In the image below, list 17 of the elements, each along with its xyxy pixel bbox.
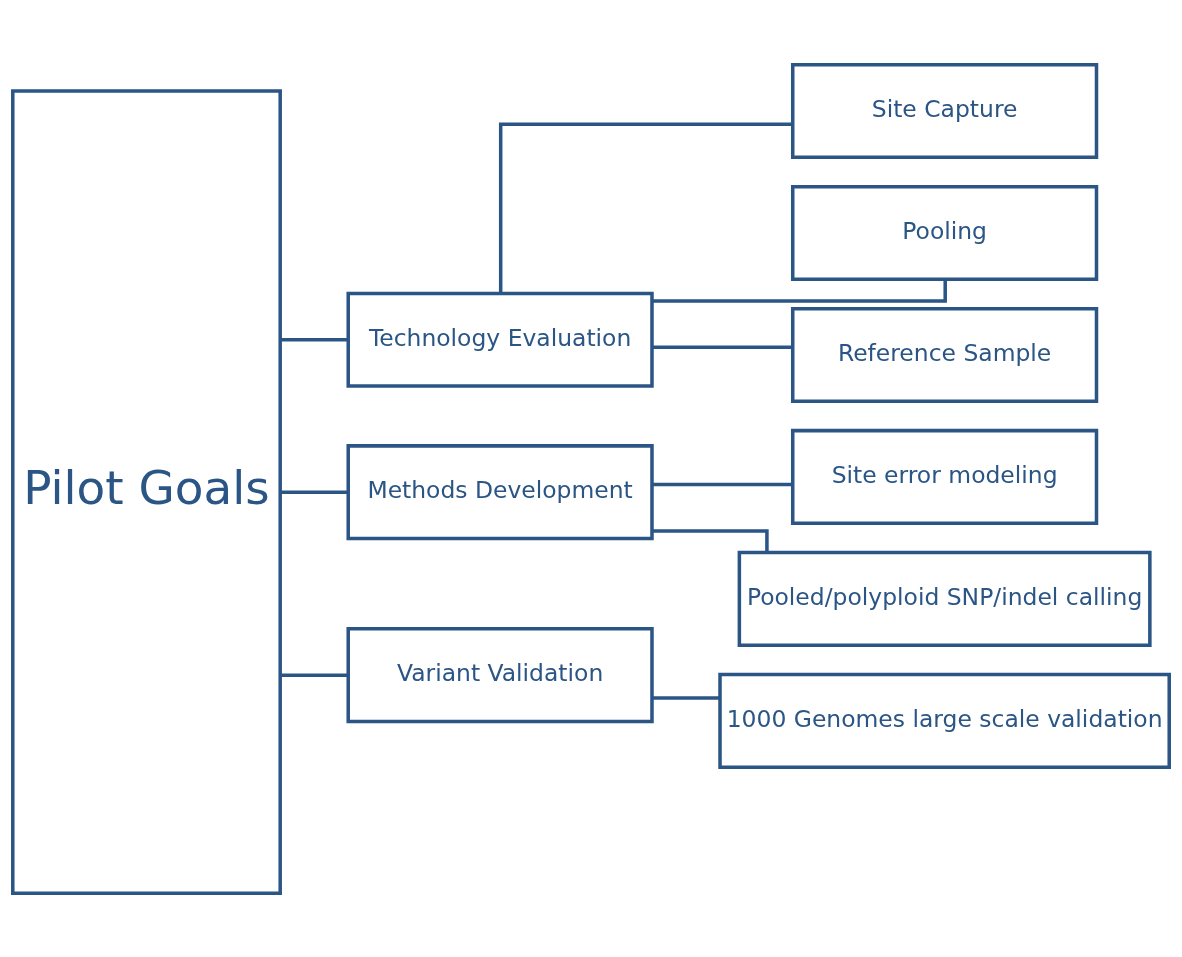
connector bbox=[652, 695, 720, 700]
connector bbox=[652, 482, 793, 486]
node-box: Variant Validation bbox=[346, 626, 654, 723]
connector bbox=[652, 345, 793, 349]
connector bbox=[280, 672, 348, 677]
connector bbox=[498, 121, 793, 293]
node-box: Pooling bbox=[790, 184, 1099, 281]
node-box: Pilot Goals bbox=[11, 88, 282, 895]
connector bbox=[280, 489, 348, 494]
connector bbox=[280, 337, 348, 341]
node-box: Technology Evaluation bbox=[346, 291, 654, 388]
node-box: Pooled/polyploid SNP/indel calling bbox=[737, 550, 1152, 647]
node-box: Methods Development bbox=[346, 443, 654, 540]
node-box: Site error modeling bbox=[790, 428, 1099, 525]
node-box: Reference Sample bbox=[790, 306, 1099, 403]
node-box: Site Capture bbox=[790, 62, 1099, 159]
node-box: 1000 Genomes large scale validation bbox=[718, 672, 1171, 769]
